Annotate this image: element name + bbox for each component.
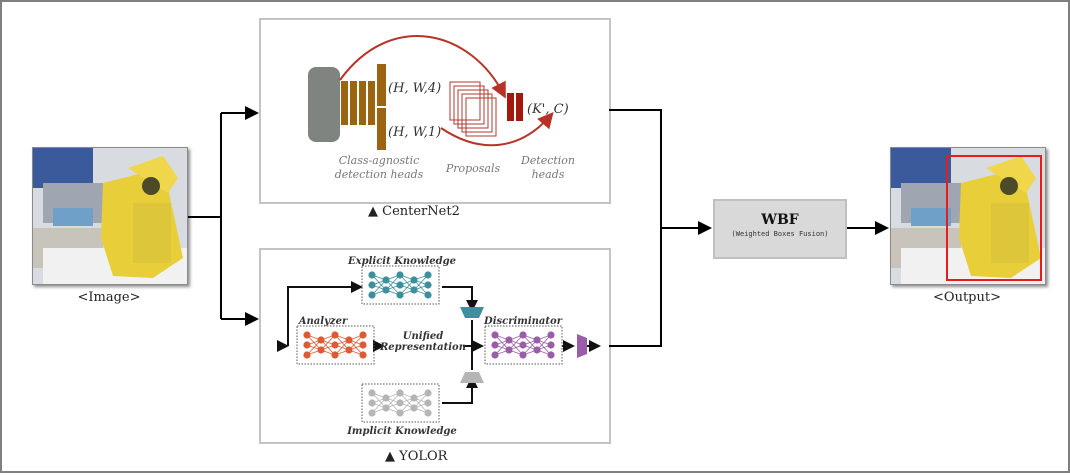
centernet2-diagram: (H, W,4) (H, W,1) (K', C) Class-agnostic…	[308, 35, 575, 181]
proposals-stack	[449, 81, 497, 137]
implicit-funnel	[460, 372, 484, 383]
explicit-funnel	[460, 307, 484, 318]
detection-box	[946, 155, 1042, 281]
centernet2-caption: ▲ CenterNet2	[368, 204, 460, 219]
proposal-arrow	[440, 111, 554, 147]
backbone-block	[308, 67, 340, 142]
head-bar-4	[377, 64, 386, 106]
svg-text:heads: heads	[532, 168, 565, 181]
label-explicit-knowledge: Explicit Knowledge	[347, 256, 456, 267]
discriminator-net	[484, 325, 563, 365]
yolor-diagram: Explicit Knowledge Analyzer Unified Repr…	[277, 256, 601, 437]
label-unified: Unified	[403, 331, 443, 342]
output-funnel	[577, 334, 587, 358]
wbf-block: WBF (Weighted Boxes Fusion)	[713, 199, 847, 259]
yolor-caption: ▲ YOLOR	[385, 449, 448, 464]
svg-text:Representation: Representation	[379, 342, 466, 353]
label-class-agnostic: Class-agnostic	[339, 154, 420, 167]
label-discriminator: Discriminator	[483, 316, 563, 327]
output-caption: <Output>	[933, 290, 1001, 305]
output-image	[890, 147, 1046, 285]
analyzer-net	[296, 325, 375, 365]
input-caption: <Image>	[77, 290, 141, 305]
head-bar-1	[377, 108, 386, 150]
garbage-bag-photo-icon	[33, 148, 187, 284]
input-image	[32, 147, 188, 285]
svg-text:detection heads: detection heads	[335, 168, 424, 181]
label-hw4: (H, W,4)	[388, 81, 441, 96]
label-implicit-knowledge: Implicit Knowledge	[346, 426, 457, 437]
implicit-knowledge-net	[361, 383, 440, 423]
label-proposals: Proposals	[445, 162, 501, 175]
label-hw1: (H, W,1)	[388, 125, 441, 140]
label-analyzer: Analyzer	[298, 316, 348, 327]
wbf-subtitle: (Weighted Boxes Fusion)	[731, 230, 829, 238]
centernet2-panel: (H, W,4) (H, W,1) (K', C) Class-agnostic…	[259, 18, 611, 204]
yolor-panel: Explicit Knowledge Analyzer Unified Repr…	[259, 248, 611, 444]
detection-head-bar	[507, 93, 514, 121]
label-detection-heads: Detection	[520, 154, 575, 167]
garbage-bag-photo-icon	[891, 148, 1045, 284]
skip-arrow	[339, 35, 506, 99]
explicit-knowledge-net	[361, 265, 440, 305]
wbf-title: WBF	[761, 212, 799, 228]
